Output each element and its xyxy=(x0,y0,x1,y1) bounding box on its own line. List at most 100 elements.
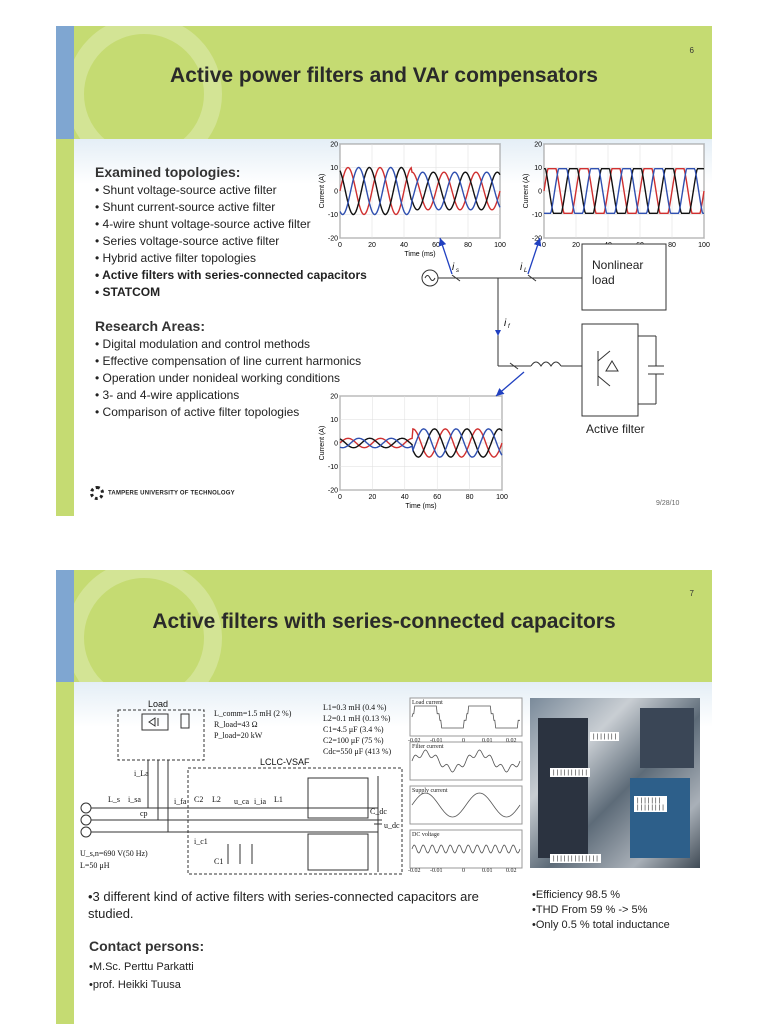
series-line xyxy=(544,168,704,214)
svg-text:C_dc: C_dc xyxy=(370,807,387,816)
x-tick-label: 0 xyxy=(542,242,546,249)
svg-text:i_fa: i_fa xyxy=(174,797,187,806)
svg-text:LCLC-VSAF: LCLC-VSAF xyxy=(260,757,310,767)
svg-text:i: i xyxy=(504,318,507,329)
y-tick-label: 0 xyxy=(538,189,542,196)
series-line xyxy=(544,168,704,214)
side-bar-green xyxy=(56,139,74,516)
svg-text:-0.01: -0.01 xyxy=(430,868,443,872)
active-filter-box xyxy=(581,323,639,417)
svg-text:L=50 μH: L=50 μH xyxy=(80,861,110,870)
svg-text:Load current: Load current xyxy=(412,700,443,706)
svg-text:C1: C1 xyxy=(214,857,223,866)
studied-text: •3 different kind of active filters with… xyxy=(88,889,479,921)
y-tick-label: -10 xyxy=(328,212,338,219)
svg-text:-0.01: -0.01 xyxy=(430,738,443,744)
university-name: TAMPERE UNIVERSITY OF TECHNOLOGY xyxy=(108,490,235,497)
y-tick-label: 10 xyxy=(330,165,338,172)
nonlinear-load-box xyxy=(581,243,667,311)
svg-text:L: L xyxy=(524,268,527,274)
list-item: Effective compensation of line current h… xyxy=(95,353,362,370)
svg-text:0.01: 0.01 xyxy=(482,868,493,872)
series-line xyxy=(339,166,501,216)
contact-item: •prof. Heikki Tuusa xyxy=(89,979,181,991)
x-tick-label: 80 xyxy=(464,242,472,249)
x-axis-label: Time (ms) xyxy=(404,251,435,258)
y-tick-label: 10 xyxy=(534,165,542,172)
page-number: 7 xyxy=(689,589,694,598)
svg-text:0.01: 0.01 xyxy=(482,738,493,744)
active-filter-circuit-diagram: i s i L i f xyxy=(421,237,667,417)
list-item: Shunt current-source active filter xyxy=(95,199,367,216)
x-tick-label: 20 xyxy=(572,242,580,249)
waveform-panels: Load current Filter current Supply curre… xyxy=(408,697,523,872)
svg-text:0: 0 xyxy=(462,868,465,872)
svg-text:i: i xyxy=(452,262,455,273)
y-tick-label: 20 xyxy=(534,142,542,149)
svg-text:DC voltage: DC voltage xyxy=(412,832,440,838)
svg-text:cp: cp xyxy=(140,809,148,818)
y-axis-label: Current (A) xyxy=(523,174,530,209)
y-axis-label: Current (A) xyxy=(319,426,326,461)
svg-text:L2: L2 xyxy=(212,795,221,804)
svg-text:-0.02: -0.02 xyxy=(408,738,421,744)
side-bar-green xyxy=(56,682,74,1024)
x-tick-label: 100 xyxy=(698,242,710,249)
side-bar-blue xyxy=(56,26,74,139)
scope-trace xyxy=(411,705,520,729)
svg-text:L1=0.3 mH (0.4 %): L1=0.3 mH (0.4 %) xyxy=(323,703,387,712)
svg-text:L1: L1 xyxy=(274,795,283,804)
svg-text:C1=4.5 μF (3.4 %): C1=4.5 μF (3.4 %) xyxy=(323,725,384,734)
photo-label: ||||||| xyxy=(590,732,620,741)
list-item: Shunt voltage-source active filter xyxy=(95,182,367,199)
svg-text:0.02: 0.02 xyxy=(506,738,517,744)
list-item: Hybrid active filter topologies xyxy=(95,250,367,267)
y-tick-label: 0 xyxy=(334,189,338,196)
contact-heading: Contact persons: xyxy=(89,938,205,954)
y-tick-label: -10 xyxy=(328,464,338,471)
svg-text:u_dc: u_dc xyxy=(384,821,400,830)
y-tick-label: 20 xyxy=(330,142,338,149)
scope-trace xyxy=(411,844,521,854)
inductor-icon xyxy=(530,361,562,367)
svg-text:R_load=43 Ω: R_load=43 Ω xyxy=(214,720,258,729)
slide-title: Active power filters and VAr compensator… xyxy=(170,64,598,87)
svg-text:U_s,n=690 V(50 Hz): U_s,n=690 V(50 Hz) xyxy=(80,849,148,858)
series-line xyxy=(543,168,705,214)
lab-setup-photo: ||||||| |||||||||| ||||||| |||||||| ||||… xyxy=(530,698,700,868)
photo-label: |||||||||| xyxy=(550,768,591,777)
scope-trace xyxy=(411,792,521,818)
topologies-list: Shunt voltage-source active filter Shunt… xyxy=(95,182,367,301)
contact-item: •M.Sc. Perttu Parkatti xyxy=(89,961,194,973)
svg-text:P_load=20 kW: P_load=20 kW xyxy=(214,731,263,740)
contacts-list: •M.Sc. Perttu Parkatti •prof. Heikki Tuu… xyxy=(89,958,194,994)
lclc-vsaf-schematic: Load L_comm=1.5 mH (2 %) R_load=43 Ω P_l… xyxy=(80,699,403,875)
x-tick-label: 20 xyxy=(368,242,376,249)
active-filter-label: Active filter xyxy=(586,422,645,436)
svg-text:f: f xyxy=(508,324,511,330)
specs-list: •Efficiency 98.5 % •THD From 59 % -> 5% … xyxy=(532,888,670,933)
svg-text:i_ia: i_ia xyxy=(254,797,266,806)
spec-item: •Only 0.5 % total inductance xyxy=(532,919,670,931)
svg-text:0.02: 0.02 xyxy=(506,868,517,872)
university-logo: TAMPERE UNIVERSITY OF TECHNOLOGY xyxy=(90,486,235,500)
list-item: Digital modulation and control methods xyxy=(95,336,361,353)
y-tick-label: -10 xyxy=(532,212,542,219)
topologies-heading: Examined topologies: xyxy=(95,164,241,180)
research-heading: Research Areas: xyxy=(95,318,205,334)
list-item: Comparison of active filter topologies xyxy=(95,404,361,421)
svg-text:i_La: i_La xyxy=(134,769,149,778)
x-tick-label: 100 xyxy=(496,494,508,501)
list-item: 3- and 4-wire applications xyxy=(95,387,361,404)
list-item: STATCOM xyxy=(95,284,367,301)
y-tick-label: 20 xyxy=(330,394,338,401)
x-tick-label: 60 xyxy=(432,242,440,249)
x-tick-label: 40 xyxy=(401,494,409,501)
spec-item: •Efficiency 98.5 % xyxy=(532,889,621,901)
series-line xyxy=(339,428,503,458)
svg-text:0: 0 xyxy=(462,738,465,744)
svg-text:u_ca: u_ca xyxy=(234,797,250,806)
